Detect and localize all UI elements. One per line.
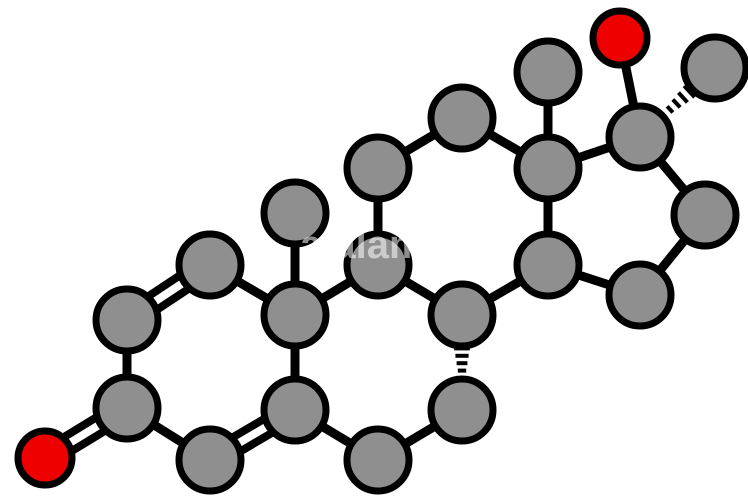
carbon-atom-c3 [92, 373, 162, 443]
carbon-atom-c19 [260, 178, 330, 248]
bond-c17-c20-hash [671, 98, 682, 109]
carbon-atom-c16 [670, 180, 740, 250]
carbon-atom-c4 [175, 425, 245, 495]
bond-c17-c20-hash [682, 84, 697, 99]
carbon-atom-c15 [605, 260, 675, 330]
carbon-atom-c18 [513, 37, 583, 107]
carbon-atom-c20 [680, 33, 748, 103]
carbon-atom-c14 [513, 230, 583, 300]
oxygen-atom-o3 [14, 427, 76, 489]
carbon-atom-c12 [427, 83, 497, 153]
oxygen-atom-o17 [589, 7, 651, 69]
bond-c17-c20-hash [665, 104, 675, 114]
watermark-text: a alamy [300, 223, 448, 267]
carbon-atom-c1 [175, 230, 245, 300]
atoms-layer [14, 7, 748, 495]
carbon-atom-c10 [260, 280, 330, 350]
carbon-atom-c8 [427, 280, 497, 350]
carbon-atom-c6 [343, 425, 413, 495]
carbon-atom-c13 [513, 133, 583, 203]
bond-c17-c20-hash [676, 91, 689, 104]
carbon-atom-c11 [343, 133, 413, 203]
carbon-atom-c7 [427, 375, 497, 445]
carbon-atom-c2 [92, 285, 162, 355]
carbon-atom-c17 [605, 102, 675, 172]
carbon-atom-c5 [260, 375, 330, 445]
carbon-atom-c9 [343, 230, 413, 300]
